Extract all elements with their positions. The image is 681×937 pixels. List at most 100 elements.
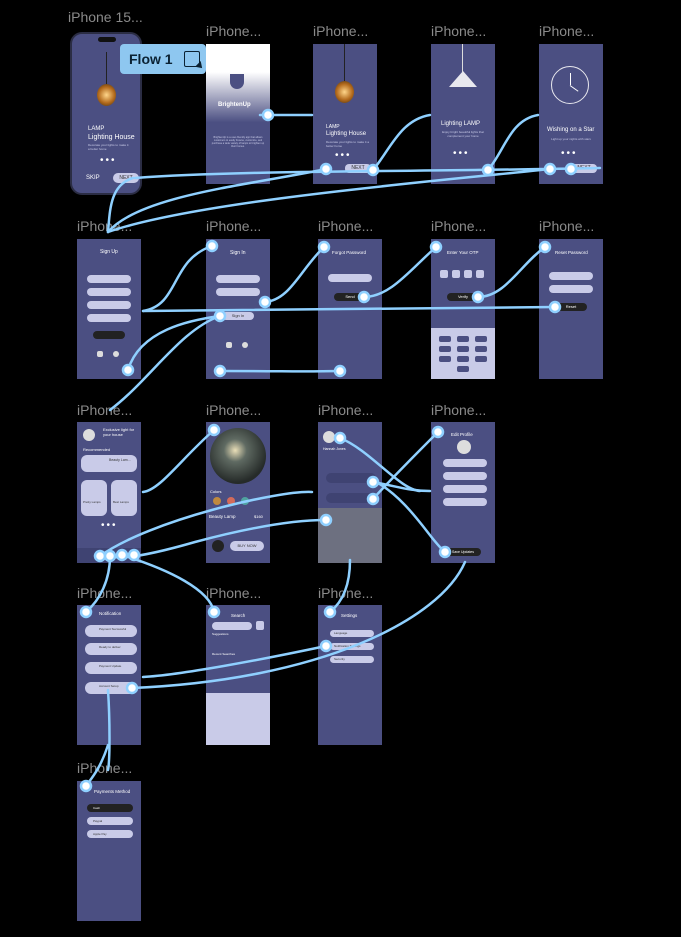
hotspot-node [538,240,552,254]
numeric-keypad[interactable] [431,328,495,379]
email-field[interactable] [443,472,487,480]
product-card[interactable]: Pretty Lamps [81,480,107,516]
email-field[interactable] [328,274,372,282]
notification-item[interactable]: Payment Successful [85,625,137,637]
frame-label[interactable]: iPhone... [313,23,369,39]
screen-title: Settings [341,613,358,618]
product-card[interactable]: Beauty Lam... [81,455,137,472]
frame-label[interactable]: iPhone... [318,218,374,234]
send-button[interactable]: Send [334,293,366,301]
page-dots: ••• [101,520,118,531]
otp-digit[interactable] [452,270,460,278]
settings-item[interactable]: Security [330,656,374,663]
search-input[interactable] [212,622,252,630]
connection-line [141,644,328,679]
google-icon[interactable] [97,351,103,357]
filter-icon[interactable] [256,621,264,630]
frame-label[interactable]: iPhone... [318,585,374,601]
profile-name: Hannah Jones [323,447,346,451]
sign-up-button[interactable] [93,331,125,339]
skip-button[interactable]: SKIP [86,175,100,181]
frame-label[interactable]: iPhone... [77,760,133,776]
frame-label[interactable]: iPhone... [206,23,262,39]
profile-screen[interactable]: Hannah Jones [318,422,382,563]
bulb-icon [335,81,354,103]
frame-label[interactable]: iPhone... [539,218,595,234]
payment-option[interactable]: Cash [87,804,133,812]
edit-profile-screen[interactable]: Edit Profile Save Updates [431,422,495,563]
otp-digit[interactable] [476,270,484,278]
onboarding-screen-4[interactable]: Wishing on a Star Light up your nights w… [539,44,603,184]
color-swatch[interactable] [213,497,221,505]
search-screen[interactable]: Search Suggestions Recent Searches [206,605,270,745]
address-field[interactable] [443,498,487,506]
brand-text: LAMP [326,124,340,130]
menu-item[interactable] [326,493,376,503]
otp-digit[interactable] [464,270,472,278]
connection-line [106,166,602,234]
avatar[interactable] [323,431,335,443]
facebook-icon[interactable] [242,342,248,348]
frame-label[interactable]: iPhone... [431,23,487,39]
hotspot-node [564,162,578,176]
frame-label[interactable]: iPhone... [318,402,374,418]
payment-option[interactable]: Paypal [87,817,133,825]
frame-label[interactable]: iPhone... [539,23,595,39]
frame-label[interactable]: iPhone... [206,402,262,418]
verify-button[interactable]: Verify [447,293,479,301]
buy-now-button[interactable]: BUY NOW [230,541,264,551]
frame-label[interactable]: iPhone... [206,585,262,601]
lamp-photo [210,428,266,484]
notification-item[interactable]: Account Setup [85,682,137,694]
keyboard[interactable] [206,693,270,745]
password-field[interactable] [216,288,260,296]
phone-field[interactable] [443,485,487,493]
name-field[interactable] [443,459,487,467]
frame-label[interactable]: iPhone... [77,402,133,418]
frame-label[interactable]: iPhone... [206,218,262,234]
notification-screen[interactable]: Notification Payment Successful Ready to… [77,605,141,745]
product-card[interactable]: Best Lamps [111,480,137,516]
onboarding-screen-3[interactable]: Lighting LAMP Enjoy bright beautiful lig… [431,44,495,184]
password-field[interactable] [87,301,131,309]
google-icon[interactable] [226,342,232,348]
screen-title: Forgot Password [332,250,367,255]
frame-label-iphone-15[interactable]: iPhone 15... [68,9,143,25]
payment-option[interactable]: Apple Pay [87,830,133,838]
sign-in-button[interactable]: Sign In [222,312,254,320]
color-swatch[interactable] [227,497,235,505]
name-field[interactable] [87,275,131,283]
otp-screen[interactable]: Enter Your OTP Verify [431,239,495,379]
frame-label[interactable]: iPhone... [431,402,487,418]
avatar[interactable] [457,440,471,454]
confirm-password-field[interactable] [87,314,131,322]
confirm-password-field[interactable] [549,285,593,293]
notification-item[interactable]: Ready to deliver [85,643,137,655]
notification-item[interactable]: Payment Update [85,662,137,674]
next-button[interactable]: NEXT [113,173,139,183]
save-updates-button[interactable]: Save Updates [445,548,481,556]
connection-line [141,305,557,313]
payments-method-screen[interactable]: Payments Method Cash Paypal Apple Pay [77,781,141,921]
favorite-icon[interactable] [212,540,224,552]
otp-digit[interactable] [440,270,448,278]
product-detail-screen[interactable]: Colors Beauty Lamp $160 BUY NOW [206,422,270,563]
new-password-field[interactable] [549,272,593,280]
onboarding-screen-2[interactable]: LAMP Lighting House Decorate your lights… [313,44,377,184]
next-button[interactable]: NEXT [345,164,371,173]
facebook-icon[interactable] [113,351,119,357]
reset-button[interactable]: Reset [555,303,587,311]
frame-label[interactable]: iPhone... [77,585,133,601]
play-cursor-icon[interactable] [184,51,200,67]
avatar[interactable] [83,429,95,441]
email-field[interactable] [216,275,260,283]
menu-item[interactable] [326,473,376,483]
hotspot-node [438,545,452,559]
email-field[interactable] [87,288,131,296]
sign-up-screen[interactable]: Sign Up [77,239,141,379]
settings-screen[interactable]: Settings Language Notification Settings … [318,605,382,745]
frame-label[interactable]: iPhone... [431,218,487,234]
flow-starting-point[interactable]: Flow 1 [120,44,206,74]
settings-item[interactable]: Language [330,630,374,637]
